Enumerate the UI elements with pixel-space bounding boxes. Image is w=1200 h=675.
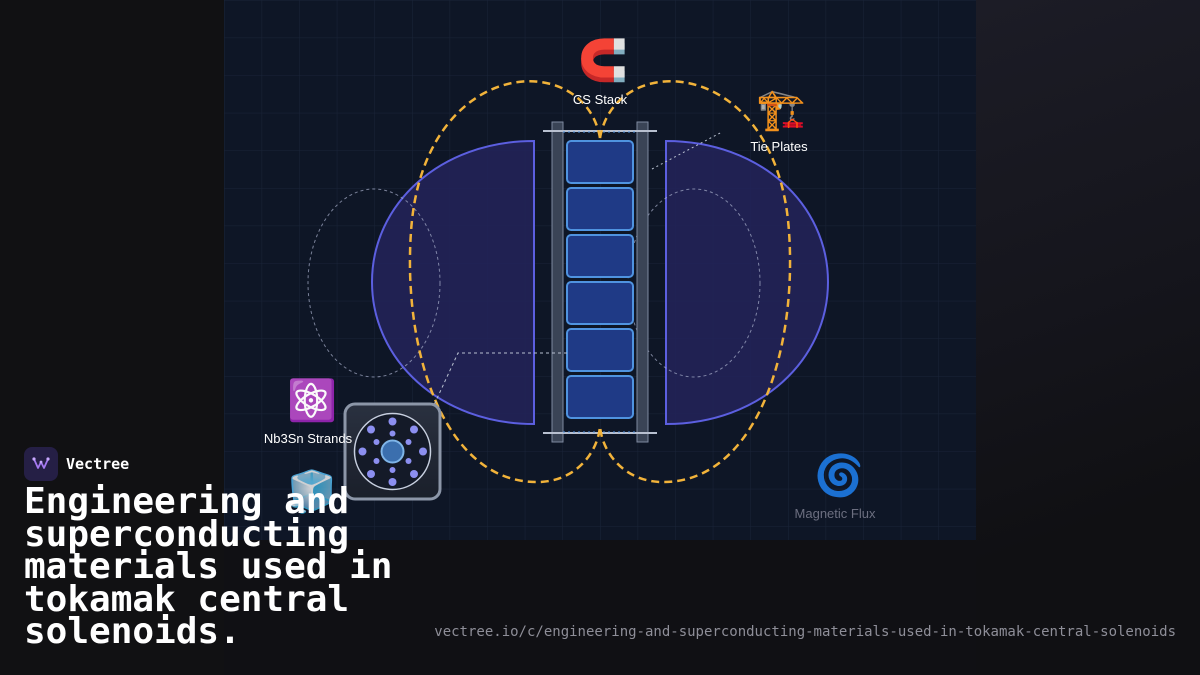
cs-module-4 xyxy=(566,281,634,325)
cs-stack-label: CS Stack xyxy=(572,92,628,107)
cube-icon: 🧊 xyxy=(287,470,337,514)
page-title: Engineering and superconducting material… xyxy=(24,481,393,652)
cs-module-2 xyxy=(566,187,634,231)
field-line-left xyxy=(408,80,602,484)
conductor-cross-section xyxy=(343,402,442,501)
flux-surface-left xyxy=(307,188,441,378)
strand-leader-line xyxy=(433,352,567,406)
cs-module-6 xyxy=(566,375,634,419)
cs-module-5 xyxy=(566,328,634,372)
field-line-right xyxy=(598,80,792,484)
cyclone-icon: 🌀 xyxy=(814,454,864,498)
background-right-panel xyxy=(976,0,1200,675)
vectree-logo-icon xyxy=(24,447,58,481)
cs-coil-modules xyxy=(566,140,634,419)
conductor-cooling-channel xyxy=(380,439,405,464)
brand: Vectree xyxy=(24,447,129,481)
tie-plates-label: Tie Plates xyxy=(750,139,808,154)
source-url[interactable]: vectree.io/c/engineering-and-superconduc… xyxy=(434,624,1176,640)
cs-module-3 xyxy=(566,234,634,278)
conductor-strands xyxy=(358,417,427,486)
tie-plate-leader-line xyxy=(651,131,723,170)
background-left-panel xyxy=(0,0,224,675)
crane-icon: 🏗️ xyxy=(756,88,806,132)
brand-name: Vectree xyxy=(66,455,130,473)
cs-module-1 xyxy=(566,140,634,184)
magnet-icon: 🧲 xyxy=(578,39,628,83)
tie-rod-left xyxy=(551,121,564,443)
magnetic-flux-label: Magnetic Flux xyxy=(794,506,876,521)
background-bottom-panel xyxy=(224,540,976,675)
nb3sn-strands-label: Nb3Sn Strands xyxy=(263,431,353,446)
atom-icon: ⚛️ xyxy=(287,379,337,423)
tie-rod-right xyxy=(636,121,649,443)
